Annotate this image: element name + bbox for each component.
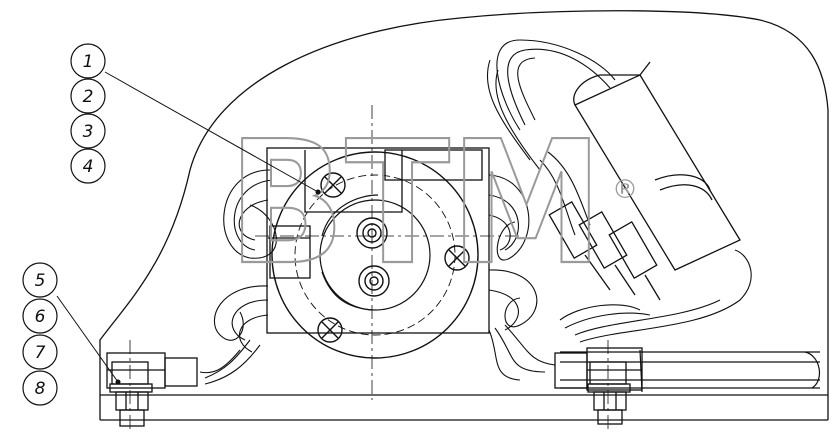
watermark: BTM ® — [227, 104, 638, 304]
leader-lines — [56, 71, 321, 385]
callout-5: 5 — [22, 262, 58, 298]
rotor-disk — [271, 151, 479, 359]
bolt-right — [587, 361, 631, 425]
connector-plugs — [548, 200, 661, 301]
rail — [560, 349, 821, 393]
callout-4-label: 4 — [83, 157, 94, 177]
screw-right — [444, 245, 470, 271]
watermark-text: BTM — [228, 105, 603, 303]
housing-outline — [99, 10, 829, 421]
screw-bottom — [317, 317, 343, 343]
callout-3: 3 — [70, 113, 106, 149]
stud-lower — [358, 265, 390, 297]
clamp-right — [554, 347, 643, 391]
callout-7-label: 7 — [35, 343, 46, 363]
callout-2: 2 — [70, 78, 106, 114]
capacitor — [573, 61, 741, 271]
watermark-registered-mark: ® — [612, 175, 638, 205]
callout-2-label: 2 — [83, 87, 94, 107]
callout-1-label: 1 — [83, 52, 94, 72]
callout-5-label: 5 — [35, 271, 46, 291]
screw-top — [320, 172, 346, 198]
callout-3-label: 3 — [83, 122, 94, 142]
wire-harness — [199, 39, 752, 385]
callout-1: 1 — [70, 43, 106, 79]
callout-6-label: 6 — [35, 307, 46, 327]
clamp-left — [106, 352, 198, 389]
callout-6: 6 — [22, 298, 58, 334]
callout-7: 7 — [22, 334, 58, 370]
mounting-frame — [266, 147, 490, 334]
callout-8: 8 — [22, 370, 58, 406]
callout-8-label: 8 — [35, 379, 46, 399]
stud-upper — [356, 217, 388, 249]
callout-4: 4 — [70, 148, 106, 184]
bolt-left — [109, 361, 153, 427]
